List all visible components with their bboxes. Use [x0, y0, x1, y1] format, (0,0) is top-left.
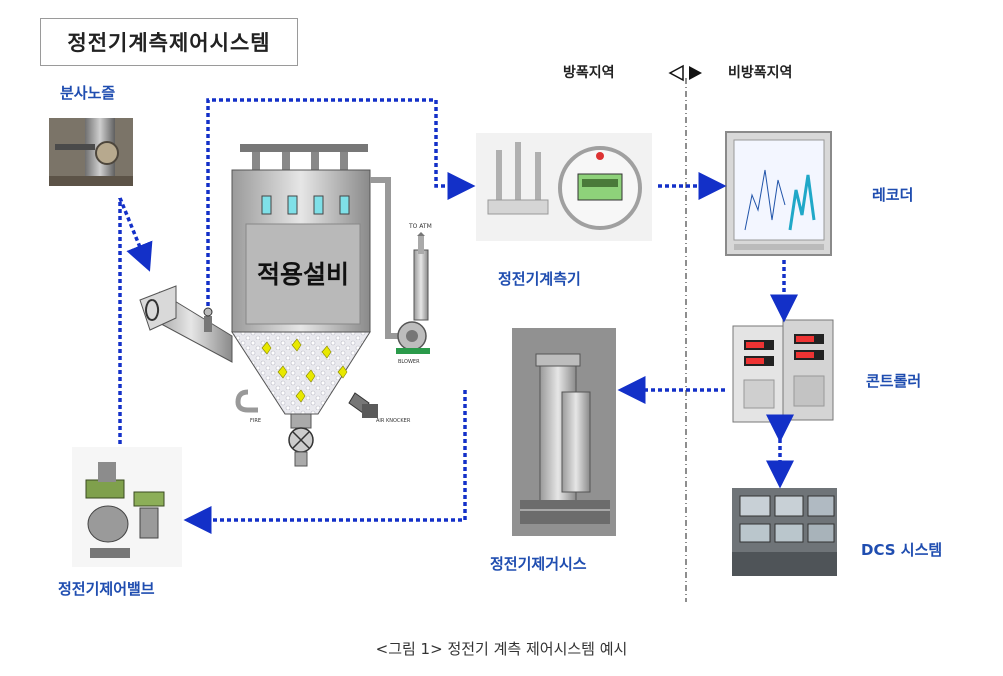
- label-recorder: 레코더: [872, 186, 914, 204]
- dcs-system-photo: [732, 488, 837, 576]
- applied-equipment: [139, 144, 430, 467]
- flow-nozzle-to-equipment: [118, 197, 153, 272]
- label-static-control-valve: 정전기제어밸브: [58, 580, 155, 598]
- tag-to-atm: TO ATM: [408, 223, 432, 230]
- recorder-photo: [725, 131, 832, 256]
- static-eliminator-photo: [512, 328, 616, 536]
- label-spray-nozzle: 분사노즐: [60, 84, 116, 102]
- zone-label-explosion-proof: 방폭지역: [563, 65, 615, 81]
- label-controller: 콘트롤러: [866, 372, 922, 390]
- label-static-eliminator: 정전기제거시스: [490, 555, 587, 573]
- static-meter-photo: [476, 133, 652, 241]
- flow-sensor-to-meter: [206, 98, 476, 306]
- controller-photo: [732, 319, 834, 423]
- tag-air: AIR KNOCKER: [376, 418, 411, 424]
- spray-nozzle-photo: [49, 118, 133, 186]
- flow-eliminator-to-valve: [183, 390, 467, 534]
- tag-blower: BLOWER: [398, 359, 420, 365]
- flow-lines: [118, 98, 798, 534]
- tag-fire: FIRE: [250, 418, 261, 424]
- label-applied-equipment: 적용설비: [257, 260, 349, 289]
- figure-caption: <그림 1> 정전기 계측 제어시스템 예시: [375, 640, 628, 658]
- label-static-meter: 정전기계측기: [498, 270, 581, 288]
- zone-label-non-explosion-proof: 비방폭지역: [728, 65, 793, 81]
- label-dcs-system: DCS 시스템: [861, 541, 943, 559]
- diagram-title: 정전기계측제어시스템: [40, 18, 298, 66]
- zone-divider-arrow-icon: [668, 64, 702, 82]
- static-control-valve-photo: [72, 447, 182, 567]
